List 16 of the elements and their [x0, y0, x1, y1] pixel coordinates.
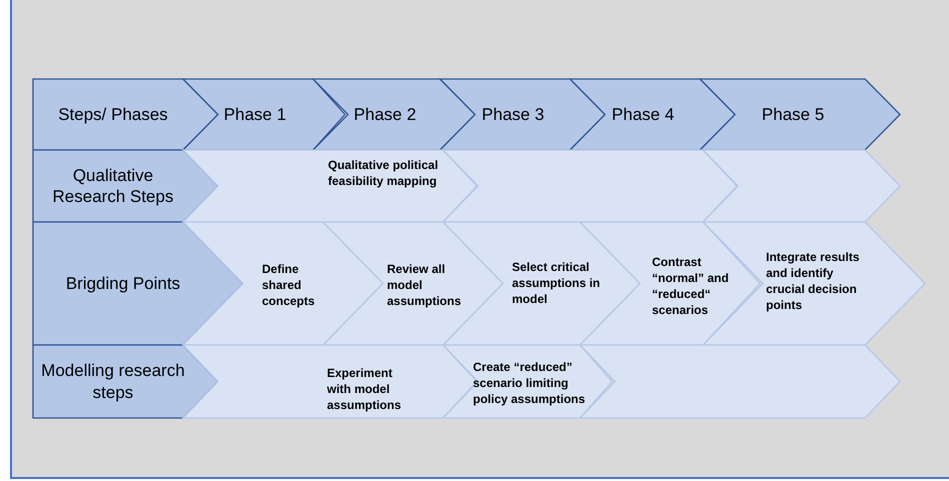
step-text: Select critical assumptions in model: [512, 260, 602, 308]
step-text: Review all model assumptions: [387, 262, 462, 310]
step-text: Contrast “normal” and “reduced“ scenarios: [652, 255, 730, 319]
step-text: Create “reduced” scenario limiting policy assumptions: [473, 360, 586, 408]
row-heading: Phase 4: [610, 104, 676, 126]
row-heading: Phase 5: [760, 104, 826, 126]
row-heading: Modelling research steps: [40, 360, 186, 403]
row-heading: Phase 1: [222, 104, 288, 126]
row-heading: Steps/ Phases: [57, 104, 169, 126]
row-heading: Qualitative Research Steps: [52, 164, 174, 208]
step-text: Define shared concepts: [262, 262, 316, 310]
row-heading: Phase 2: [352, 104, 418, 126]
row-heading: Phase 3: [480, 104, 546, 126]
row-heading: Brigding Points: [64, 272, 182, 294]
step-text: Qualitative political feasibility mapping: [328, 158, 440, 190]
step-text: Integrate results and identify crucial decision points: [766, 250, 860, 314]
